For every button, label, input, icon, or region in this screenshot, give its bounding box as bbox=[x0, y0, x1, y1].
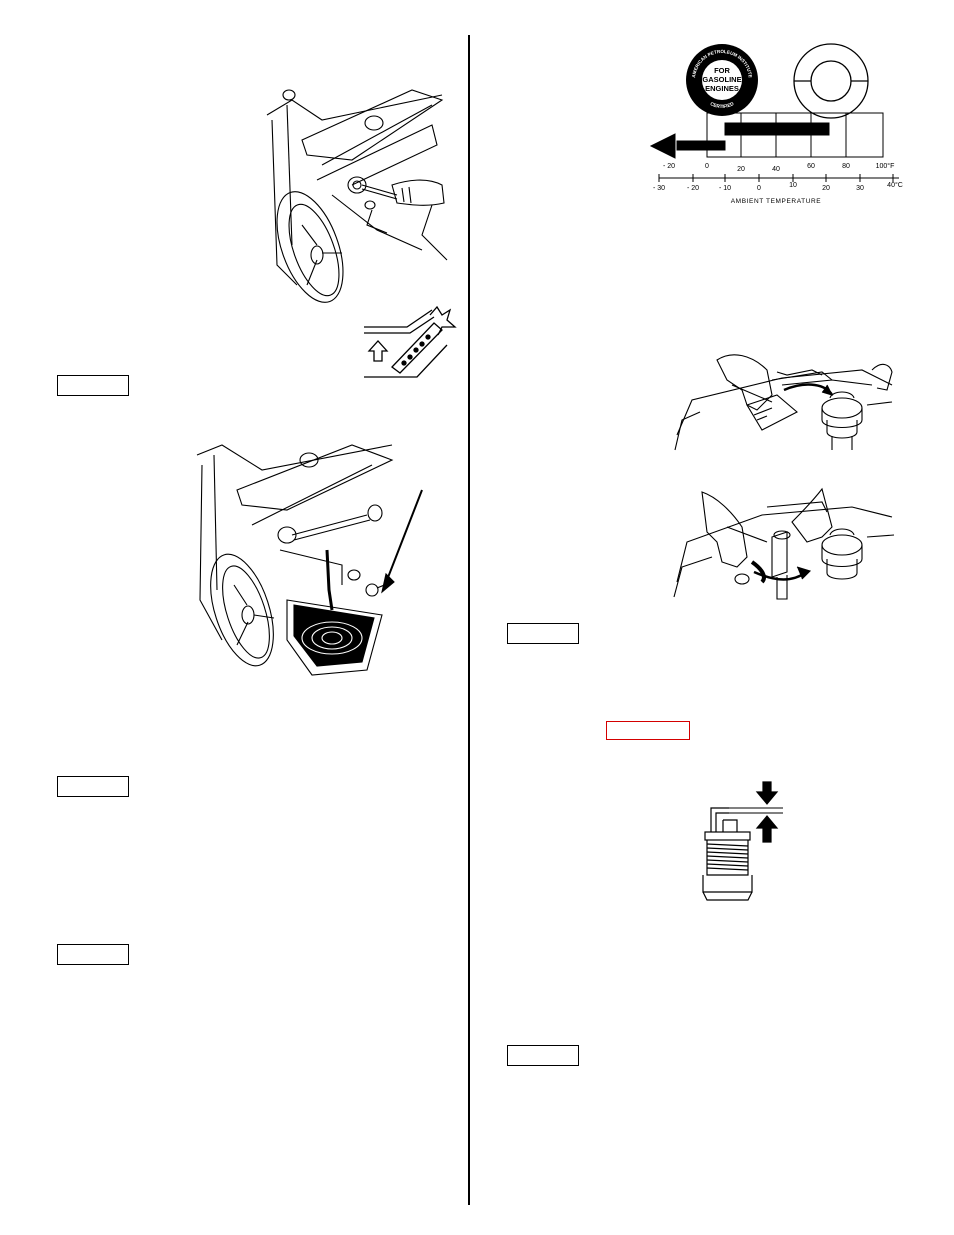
gap-arrow-down-icon bbox=[755, 781, 779, 805]
gap-arrow-up-icon bbox=[755, 815, 779, 843]
highlighted-reference-box bbox=[606, 721, 690, 740]
f-tick-1: 0 bbox=[705, 163, 709, 170]
c-tick-5: 20 bbox=[822, 185, 830, 192]
viscosity-temperature-chart: - 20 0 20 40 60 80 100°F - 30 - 20 - 10 … bbox=[649, 112, 903, 205]
spark-plug-gap-illustration bbox=[702, 781, 783, 901]
note-box-2 bbox=[57, 776, 129, 797]
f-tick-2: 20 bbox=[737, 166, 745, 173]
f-tick-3: 40 bbox=[772, 166, 780, 173]
c-tick-6: 30 bbox=[856, 185, 864, 192]
note-box-5 bbox=[507, 1045, 579, 1066]
spark-plug-wrench-illustration bbox=[673, 487, 895, 600]
c-tick-7: 40°C bbox=[887, 181, 903, 189]
note-box-3 bbox=[57, 944, 129, 965]
seal-line-3: ENGINES bbox=[705, 84, 739, 93]
seal-arc-bottom: CERTIFIED bbox=[709, 101, 736, 110]
ambient-temperature-label: AMBIENT TEMPERATURE bbox=[731, 198, 822, 205]
f-tick-5: 80 bbox=[842, 163, 850, 170]
oil-drain-illustration bbox=[196, 444, 423, 676]
viscosity-arrow-head bbox=[649, 133, 676, 159]
c-tick-1: - 20 bbox=[687, 185, 699, 192]
viscosity-arrow-shaft bbox=[676, 140, 726, 151]
api-donut-symbol bbox=[793, 43, 869, 119]
f-tick-4: 60 bbox=[807, 163, 815, 170]
c-tick-0: - 30 bbox=[653, 185, 665, 192]
oil-level-inset bbox=[364, 305, 457, 378]
maintenance-cover-illustration bbox=[674, 354, 893, 451]
c-tick-3: 0 bbox=[757, 185, 761, 192]
c-tick-4: 10 bbox=[789, 182, 797, 189]
f-tick-0: - 20 bbox=[663, 163, 675, 170]
api-certification-seal: FOR GASOLINE ENGINES AMERICAN PETROLEUM … bbox=[686, 44, 758, 116]
dipstick-removal-illustration bbox=[266, 89, 448, 303]
seal-line-2: GASOLINE bbox=[702, 75, 741, 84]
f-tick-6: 100°F bbox=[876, 162, 895, 170]
viscosity-bar-main bbox=[724, 122, 830, 136]
c-tick-2: - 10 bbox=[719, 185, 731, 192]
note-box-1 bbox=[57, 375, 129, 396]
column-divider bbox=[468, 35, 470, 1205]
note-box-4 bbox=[507, 623, 579, 644]
seal-line-1: FOR bbox=[714, 66, 730, 75]
